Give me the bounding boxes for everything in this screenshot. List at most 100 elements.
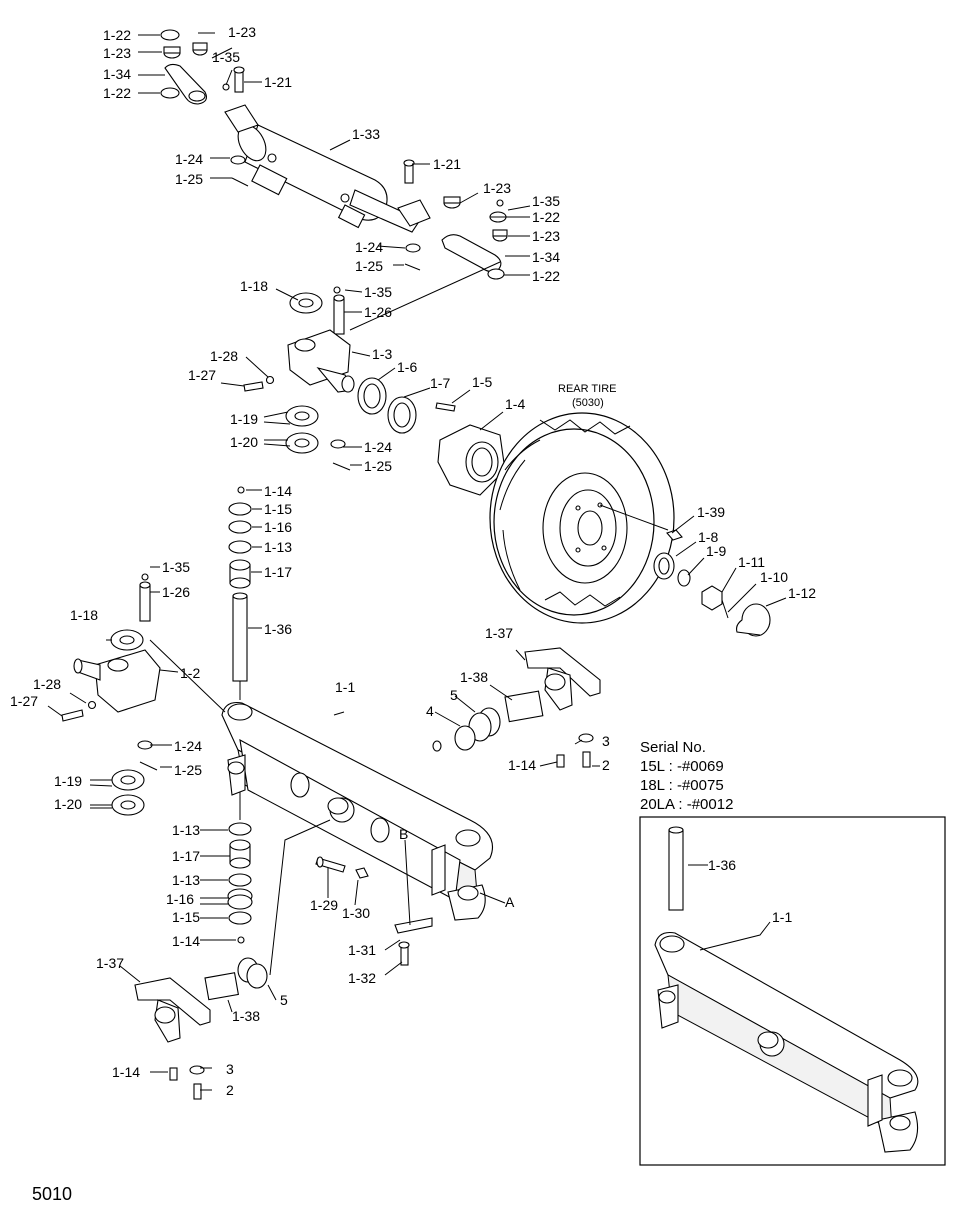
label-1-27: 1-27 bbox=[10, 693, 38, 709]
label-1-19: 1-19 bbox=[230, 411, 258, 427]
label-1-10: 1-10 bbox=[760, 569, 788, 585]
king-pin-stack bbox=[227, 486, 253, 944]
label-1-13: 1-13 bbox=[264, 539, 292, 555]
label-1-1: 1-1 bbox=[772, 909, 792, 925]
wheel-hub-assembly bbox=[357, 377, 506, 496]
label-1-35: 1-35 bbox=[364, 284, 392, 300]
label-1-19: 1-19 bbox=[54, 773, 82, 789]
rear-tire-title: REAR TIRE bbox=[558, 383, 616, 395]
label-1-15: 1-15 bbox=[264, 501, 292, 517]
right-axle-support bbox=[454, 647, 601, 768]
label-1-12: 1-12 bbox=[788, 585, 816, 601]
label-1-33: 1-33 bbox=[352, 126, 380, 142]
label-1-24: 1-24 bbox=[174, 738, 202, 754]
page-code: 5010 bbox=[32, 1184, 73, 1204]
label-1-14: 1-14 bbox=[264, 483, 292, 499]
label-A: A bbox=[505, 894, 515, 910]
label-1-38: 1-38 bbox=[460, 669, 488, 685]
rear-tire-code: (5030) bbox=[572, 397, 604, 409]
label-3: 3 bbox=[226, 1061, 234, 1077]
upper-steering-knuckle bbox=[243, 286, 355, 471]
label-1-34: 1-34 bbox=[532, 249, 560, 265]
label-1-22: 1-22 bbox=[532, 209, 560, 225]
label-1-35: 1-35 bbox=[532, 193, 560, 209]
serial-line-18l: 18L : -#0075 bbox=[640, 777, 724, 794]
label-1-31: 1-31 bbox=[348, 942, 376, 958]
label-1-6: 1-6 bbox=[397, 359, 417, 375]
label-B: B bbox=[399, 826, 408, 842]
label-1-27: 1-27 bbox=[188, 367, 216, 383]
label-3: 3 bbox=[602, 733, 610, 749]
label-1-32: 1-32 bbox=[348, 970, 376, 986]
label-1-23: 1-23 bbox=[228, 24, 256, 40]
label-1-23: 1-23 bbox=[103, 45, 131, 61]
label-1-35: 1-35 bbox=[212, 49, 240, 65]
serial-line-20la: 20LA : -#0012 bbox=[640, 796, 734, 813]
label-1-2: 1-2 bbox=[180, 665, 200, 681]
label-1-14: 1-14 bbox=[172, 933, 200, 949]
label-1-9: 1-9 bbox=[706, 543, 726, 559]
upper-left-hardware bbox=[160, 29, 249, 187]
label-1-26: 1-26 bbox=[364, 304, 392, 320]
label-5: 5 bbox=[450, 687, 458, 703]
label-5: 5 bbox=[280, 992, 288, 1008]
label-1-14: 1-14 bbox=[112, 1064, 140, 1080]
rear-tire bbox=[489, 412, 675, 624]
label-1-36: 1-36 bbox=[708, 857, 736, 873]
label-1-3: 1-3 bbox=[372, 346, 392, 362]
upper-right-hardware bbox=[403, 159, 508, 280]
serial-heading: Serial No. bbox=[640, 739, 706, 756]
label-1-20: 1-20 bbox=[54, 796, 82, 812]
leader-lines bbox=[47, 32, 787, 1091]
label-1-23: 1-23 bbox=[483, 180, 511, 196]
serial-number-block: Serial No. 15L : -#0069 18L : -#0075 20L… bbox=[640, 738, 733, 814]
lower-steering-knuckle bbox=[61, 573, 161, 816]
label-1-17: 1-17 bbox=[172, 848, 200, 864]
label-1-28: 1-28 bbox=[33, 676, 61, 692]
label-1-25: 1-25 bbox=[174, 762, 202, 778]
label-1-37: 1-37 bbox=[485, 625, 513, 641]
label-1-34: 1-34 bbox=[103, 66, 131, 82]
label-1-18: 1-18 bbox=[70, 607, 98, 623]
label-1-20: 1-20 bbox=[230, 434, 258, 450]
label-2: 2 bbox=[226, 1082, 234, 1098]
label-1-25: 1-25 bbox=[364, 458, 392, 474]
label-1-18: 1-18 bbox=[240, 278, 268, 294]
label-1-21: 1-21 bbox=[433, 156, 461, 172]
label-1-26: 1-26 bbox=[162, 584, 190, 600]
wheel-fasteners bbox=[653, 529, 771, 637]
label-1-24: 1-24 bbox=[175, 151, 203, 167]
label-1-38: 1-38 bbox=[232, 1008, 260, 1024]
label-2: 2 bbox=[602, 757, 610, 773]
label-1-22: 1-22 bbox=[103, 27, 131, 43]
label-1-4: 1-4 bbox=[505, 396, 525, 412]
label-1-35: 1-35 bbox=[162, 559, 190, 575]
label-1-8: 1-8 bbox=[698, 529, 718, 545]
label-1-13: 1-13 bbox=[172, 822, 200, 838]
axle-beam bbox=[221, 701, 494, 921]
label-1-25: 1-25 bbox=[175, 171, 203, 187]
callout-labels: 1-22 1-23 1-23 1-35 1-34 1-21 1-22 1-33 … bbox=[10, 24, 816, 1098]
inset-detail bbox=[639, 816, 946, 1166]
label-1-24: 1-24 bbox=[364, 439, 392, 455]
label-1-22: 1-22 bbox=[532, 268, 560, 284]
center-fasteners bbox=[315, 856, 433, 966]
label-4: 4 bbox=[426, 703, 434, 719]
label-1-11: 1-11 bbox=[738, 554, 765, 570]
label-1-24: 1-24 bbox=[355, 239, 383, 255]
label-1-1: 1-1 bbox=[335, 679, 355, 695]
label-1-16: 1-16 bbox=[264, 519, 292, 535]
label-1-7: 1-7 bbox=[430, 375, 450, 391]
label-1-29: 1-29 bbox=[310, 897, 338, 913]
label-1-22: 1-22 bbox=[103, 85, 131, 101]
label-1-36: 1-36 bbox=[264, 621, 292, 637]
inset-frame bbox=[639, 816, 946, 1166]
label-1-30: 1-30 bbox=[342, 905, 370, 921]
label-1-5: 1-5 bbox=[472, 374, 492, 390]
label-1-15: 1-15 bbox=[172, 909, 200, 925]
label-1-17: 1-17 bbox=[264, 564, 292, 580]
label-1-23: 1-23 bbox=[532, 228, 560, 244]
label-1-28: 1-28 bbox=[210, 348, 238, 364]
steering-cylinder bbox=[224, 104, 431, 233]
